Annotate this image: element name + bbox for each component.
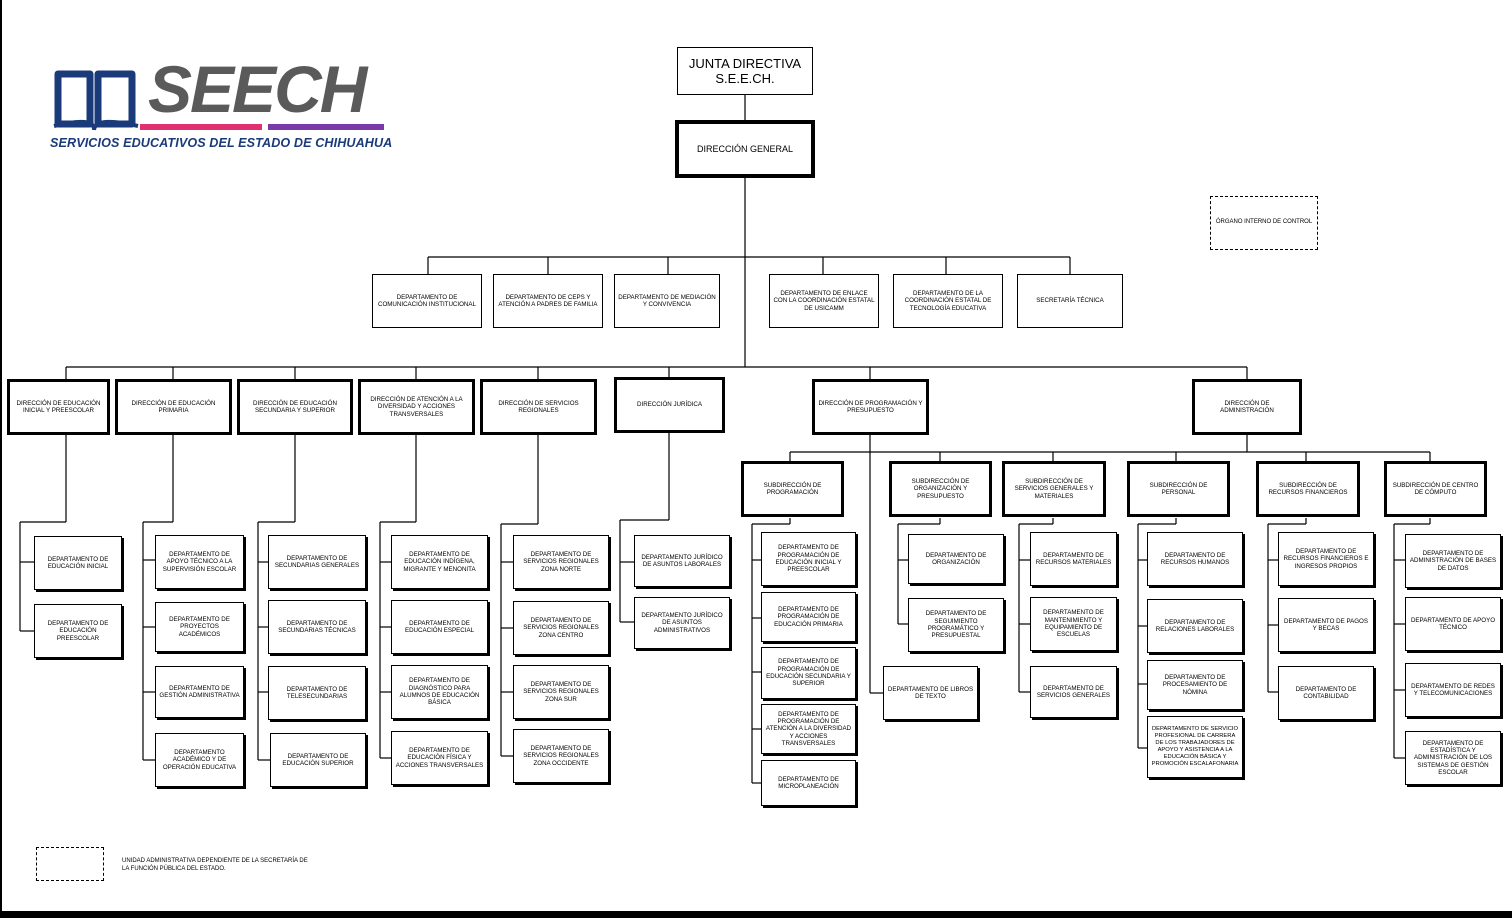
sub-servicios-materiales: SUBDIRECCIÓN DE SERVICIOS GENERALES Y MA… (1002, 461, 1106, 517)
organo-interno-box: ÓRGANO INTERNO DE CONTROL (1210, 196, 1318, 250)
dept-asuntos-laborales: DEPARTAMENTO JURÍDICO DE ASUNTOS LABORAL… (634, 535, 730, 587)
sub-programacion: SUBDIRECCIÓN DE PROGRAMACIÓN (741, 461, 844, 517)
sub-personal: SUBDIRECCIÓN DE PERSONAL (1127, 461, 1230, 517)
dept-relaciones-laborales: DEPARTAMENTO DE RELACIONES LABORALES (1147, 599, 1243, 653)
staff-mediacion: DEPARTAMENTO DE MEDIACIÓN Y CONVIVENCIA (614, 274, 720, 328)
logo-pink-bar (140, 124, 262, 130)
dir-diversidad: DIRECCIÓN DE ATENCIÓN A LA DIVERSIDAD Y … (358, 379, 475, 435)
dept-diagnostico-alumnos: DEPARTAMENTO DE DIAGNÓSTICO PARA ALUMNOS… (391, 665, 488, 719)
dept-educacion-fisica: DEPARTAMENTO DE EDUCACIÓN FÍSICA Y ACCIO… (391, 731, 488, 785)
dept-regional-norte: DEPARTAMENTO DE SERVICIOS REGIONALES ZON… (513, 535, 609, 589)
dept-organizacion: DEPARTAMENTO DE ORGANIZACIÓN (908, 534, 1004, 584)
seech-logo: SEECH SERVICIOS EDUCATIVOS DEL ESTADO DE… (50, 56, 393, 154)
dept-educacion-superior: DEPARTAMENTO DE EDUCACIÓN SUPERIOR (270, 733, 366, 787)
dept-academico-operacion: DEPARTAMENTO ACADÉMICO Y DE OPERACIÓN ED… (155, 733, 244, 787)
dept-regional-occidente: DEPARTAMENTO DE SERVICIOS REGIONALES ZON… (513, 729, 609, 783)
dept-contabilidad: DEPARTAMENTO DE CONTABILIDAD (1278, 666, 1374, 720)
dir-programacion-presupuesto: DIRECCIÓN DE PROGRAMACIÓN Y PRESUPUESTO (812, 379, 929, 435)
dept-estadistica-gestion-escolar: DEPARTAMENTO DE ESTADÍSTICA Y ADMINISTRA… (1405, 731, 1501, 785)
dept-asuntos-administrativos: DEPARTAMENTO JURÍDICO DE ASUNTOS ADMINIS… (634, 597, 730, 649)
dept-pagos-becas: DEPARTAMENTO DE PAGOS Y BECAS (1278, 598, 1374, 652)
legend-dashed-box (36, 847, 104, 881)
sub-organizacion-presupuesto: SUBDIRECCIÓN DE ORGANIZACIÓN Y PRESUPUES… (889, 461, 992, 517)
dept-apoyo-tecnico: DEPARTAMENTO DE APOYO TÉCNICO (1405, 597, 1501, 651)
dept-procesamiento-nomina: DEPARTAMENTO DE PROCESAMIENTO DE NÓMINA (1147, 660, 1243, 710)
junta-directiva-title: JUNTA DIRECTIVA (688, 56, 802, 71)
dept-libros-texto: DEPARTAMENTO DE LIBROS DE TEXTO (883, 666, 978, 720)
dept-proyectos-academicos: DEPARTAMENTO DE PROYECTOS ACADÉMICOS (155, 602, 244, 652)
dept-prog-inicial-preescolar: DEPARTAMENTO DE PROGRAMACIÓN DE EDUCACIÓ… (761, 532, 856, 586)
sub-centro-computo: SUBDIRECCIÓN DE CENTRO DE CÓMPUTO (1384, 461, 1487, 517)
frame-left-border (0, 0, 2, 912)
dept-servicio-profesional-carrera: DEPARTAMENTO DE SERVICIO PROFESIONAL DE … (1147, 716, 1243, 778)
dir-primaria: DIRECCIÓN DE EDUCACIÓN PRIMARIA (115, 379, 232, 435)
junta-directiva-box: JUNTA DIRECTIVA S.E.E.CH. (677, 47, 813, 95)
dept-seguimiento-programatico: DEPARTAMENTO DE SEGUIMIENTO PROGRAMÁTICO… (908, 598, 1004, 652)
dir-servicios-regionales: DIRECCIÓN DE SERVICIOS REGIONALES (480, 379, 597, 435)
dept-regional-sur: DEPARTAMENTO DE SERVICIOS REGIONALES ZON… (513, 665, 609, 719)
dept-educacion-especial: DEPARTAMENTO DE EDUCACIÓN ESPECIAL (391, 600, 488, 654)
logo-purple-bar (268, 124, 384, 130)
dept-apoyo-tecnico-supervision: DEPARTAMENTO DE APOYO TÉCNICO A LA SUPER… (155, 535, 244, 589)
dept-educacion-preescolar: DEPARTAMENTO DE EDUCACIÓN PREESCOLAR (34, 604, 122, 658)
staff-secretaria-tecnica: SECRETARÍA TÉCNICA (1017, 274, 1123, 328)
dir-juridica: DIRECCIÓN JURÍDICA (614, 377, 725, 433)
staff-comunicacion: DEPARTAMENTO DE COMUNICACIÓN INSTITUCION… (372, 274, 482, 328)
dept-educacion-inicial: DEPARTAMENTO DE EDUCACIÓN INICIAL (34, 536, 122, 590)
dir-secundaria-superior: DIRECCIÓN DE EDUCACIÓN SECUNDARIA Y SUPE… (237, 379, 353, 435)
open-book-icon (53, 70, 139, 131)
dept-bases-datos: DEPARTAMENTO DE ADMINISTRACIÓN DE BASES … (1405, 534, 1501, 588)
direccion-general-box: DIRECCIÓN GENERAL (675, 120, 815, 178)
dept-prog-secundaria-superior: DEPARTAMENTO DE PROGRAMACIÓN DE EDUCACIÓ… (761, 647, 856, 699)
dept-educacion-indigena: DEPARTAMENTO DE EDUCACIÓN INDÍGENA, MIGR… (391, 535, 488, 589)
sub-recursos-financieros: SUBDIRECCIÓN DE RECURSOS FINANCIEROS (1256, 461, 1360, 517)
dept-recursos-financieros-ingresos: DEPARTAMENTO DE RECURSOS FINANCIEROS E I… (1278, 532, 1374, 586)
staff-tecnologia: DEPARTAMENTO DE LA COORDINACIÓN ESTATAL … (893, 274, 1003, 328)
frame-bottom-border (0, 911, 1512, 918)
dept-gestion-administrativa: DEPARTAMENTO DE GESTIÓN ADMINISTRATIVA (155, 666, 244, 718)
logo-subtitle: SERVICIOS EDUCATIVOS DEL ESTADO DE CHIHU… (50, 136, 393, 150)
logo-wordmark: SEECH (148, 52, 367, 126)
dept-microplaneacion: DEPARTAMENTO DE MICROPLANEACIÓN (761, 760, 856, 806)
dept-prog-diversidad: DEPARTAMENTO DE PROGRAMACIÓN DE ATENCIÓN… (761, 704, 856, 754)
dept-servicios-generales: DEPARTAMENTO DE SERVICIOS GENERALES (1030, 666, 1117, 718)
staff-usicamm: DEPARTAMENTO DE ENLACE CON LA COORDINACI… (769, 274, 879, 328)
dept-recursos-materiales: DEPARTAMENTO DE RECURSOS MATERIALES (1030, 532, 1117, 586)
staff-ceps: DEPARTAMENTO DE CEPS Y ATENCIÓN A PADRES… (493, 274, 603, 328)
legend-text: UNIDAD ADMINISTRATIVA DEPENDIENTE DE LA … (122, 858, 308, 872)
dept-mantenimiento-equipamiento: DEPARTAMENTO DE MANTENIMIENTO Y EQUIPAMI… (1030, 597, 1117, 651)
dept-secundarias-generales: DEPARTAMENTO DE SECUNDARIAS GENERALES (268, 535, 366, 589)
dir-administracion: DIRECCIÓN DE ADMINISTRACIÓN (1192, 379, 1302, 435)
junta-directiva-acronym: S.E.E.CH. (715, 71, 775, 86)
dept-prog-primaria: DEPARTAMENTO DE PROGRAMACIÓN DE EDUCACIÓ… (761, 592, 856, 642)
dept-secundarias-tecnicas: DEPARTAMENTO DE SECUNDARIAS TÉCNICAS (268, 600, 366, 654)
dept-redes-telecomunicaciones: DEPARTAMENTO DE REDES Y TELECOMUNICACION… (1405, 663, 1501, 717)
dept-telesecundarias: DEPARTAMENTO DE TELESECUNDARIAS (268, 666, 366, 720)
dir-inicial-preescolar: DIRECCIÓN DE EDUCACIÓN INICIAL Y PREESCO… (7, 379, 110, 435)
dept-recursos-humanos: DEPARTAMENTO DE RECURSOS HUMANOS (1147, 532, 1243, 586)
dept-regional-centro: DEPARTAMENTO DE SERVICIOS REGIONALES ZON… (513, 601, 609, 655)
